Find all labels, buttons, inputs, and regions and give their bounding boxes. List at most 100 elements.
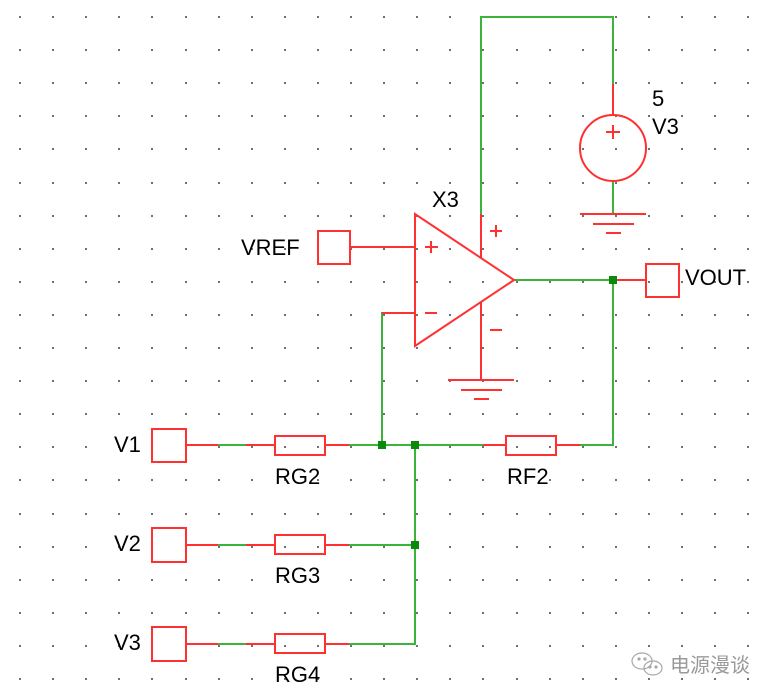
grid-dot	[383, 479, 385, 481]
grid-dot	[681, 49, 683, 51]
grid-dot	[52, 380, 54, 382]
grid-dot	[19, 314, 21, 316]
grid-dot	[118, 579, 120, 581]
grid-dot	[449, 513, 451, 515]
grid-dot	[681, 115, 683, 117]
grid-dot	[118, 148, 120, 150]
grid-dot	[383, 645, 385, 647]
grid-dot	[383, 579, 385, 581]
grid-dot	[251, 115, 253, 117]
grid-dot	[350, 380, 352, 382]
grid-dot	[747, 16, 749, 18]
grid-dot	[185, 215, 187, 217]
opamp-x3[interactable]	[350, 212, 516, 380]
grid-dot	[648, 49, 650, 51]
grid-dot	[251, 148, 253, 150]
grid-dot	[714, 413, 716, 415]
grid-dot	[648, 579, 650, 581]
grid-dot	[118, 446, 120, 448]
grid-dot	[52, 347, 54, 349]
grid-dot	[582, 513, 584, 515]
grid-dot	[714, 16, 716, 18]
grid-dot	[516, 182, 518, 184]
port-vref[interactable]	[317, 230, 351, 265]
opamp-plus-sign	[425, 241, 438, 253]
grid-dot	[648, 479, 650, 481]
grid-dot	[284, 612, 286, 614]
grid-dot	[151, 347, 153, 349]
resistor-rg4[interactable]	[274, 633, 326, 654]
grid-dot	[482, 579, 484, 581]
grid-dot	[482, 546, 484, 548]
grid-dot	[350, 16, 352, 18]
resistor-rg2[interactable]	[274, 435, 326, 456]
grid-dot	[615, 215, 617, 217]
grid-dot	[714, 546, 716, 548]
grid-dot	[615, 546, 617, 548]
grid-dot	[52, 148, 54, 150]
grid-dot	[151, 513, 153, 515]
grid-dot	[482, 645, 484, 647]
grid-dot	[681, 446, 683, 448]
grid-dot	[85, 16, 87, 18]
grid-dot	[383, 16, 385, 18]
grid-dot	[85, 182, 87, 184]
port-vout[interactable]	[645, 263, 680, 298]
grid-dot	[284, 513, 286, 515]
grid-dot	[118, 612, 120, 614]
grid-dot	[681, 579, 683, 581]
grid-dot	[185, 513, 187, 515]
grid-dot	[648, 182, 650, 184]
grid-dot	[681, 645, 683, 647]
opamp-supply-plus-sign	[490, 225, 502, 237]
grid-dot	[284, 248, 286, 250]
label-v2: V2	[114, 531, 141, 556]
grid-dot	[118, 49, 120, 51]
grid-dot	[317, 314, 319, 316]
resistor-rf2[interactable]	[505, 435, 557, 456]
grid-dot	[151, 678, 153, 680]
grid-dot	[151, 82, 153, 84]
grid-dot	[714, 579, 716, 581]
grid-dot	[516, 479, 518, 481]
grid-dot	[615, 446, 617, 448]
grid-dot	[218, 380, 220, 382]
grid-dot	[118, 281, 120, 283]
grid-dot	[52, 645, 54, 647]
grid-dot	[482, 347, 484, 349]
grid-dot	[251, 16, 253, 18]
port-v1[interactable]	[151, 428, 187, 463]
grid-dot	[19, 49, 21, 51]
grid-dot	[19, 446, 21, 448]
grid-dot	[648, 115, 650, 117]
voltage-source-v3[interactable]	[579, 84, 647, 182]
grid-dot	[582, 314, 584, 316]
resistor-rg3[interactable]	[274, 534, 326, 555]
grid-dot	[747, 678, 749, 680]
grid-dot	[615, 579, 617, 581]
grid-dot	[118, 413, 120, 415]
label-rg2: RG2	[275, 464, 320, 489]
grid-dot	[218, 612, 220, 614]
grid-dot	[383, 513, 385, 515]
port-v3[interactable]	[151, 626, 187, 662]
grid-dot	[582, 678, 584, 680]
grid-dot	[151, 314, 153, 316]
grid-dot	[383, 82, 385, 84]
grid-dot	[85, 479, 87, 481]
grid-dot	[284, 148, 286, 150]
grid-dot	[218, 82, 220, 84]
grid-dot	[648, 347, 650, 349]
label-vout: VOUT	[685, 265, 746, 290]
grid-dot	[582, 49, 584, 51]
grid-dot	[582, 612, 584, 614]
grid-dot	[118, 513, 120, 515]
grid-dot	[317, 215, 319, 217]
port-v2[interactable]	[151, 527, 187, 563]
grid-dot	[19, 413, 21, 415]
grid-dot	[747, 645, 749, 647]
grid-dot	[52, 413, 54, 415]
grid-dot	[615, 49, 617, 51]
grid-dot	[218, 16, 220, 18]
grid-dot	[185, 678, 187, 680]
